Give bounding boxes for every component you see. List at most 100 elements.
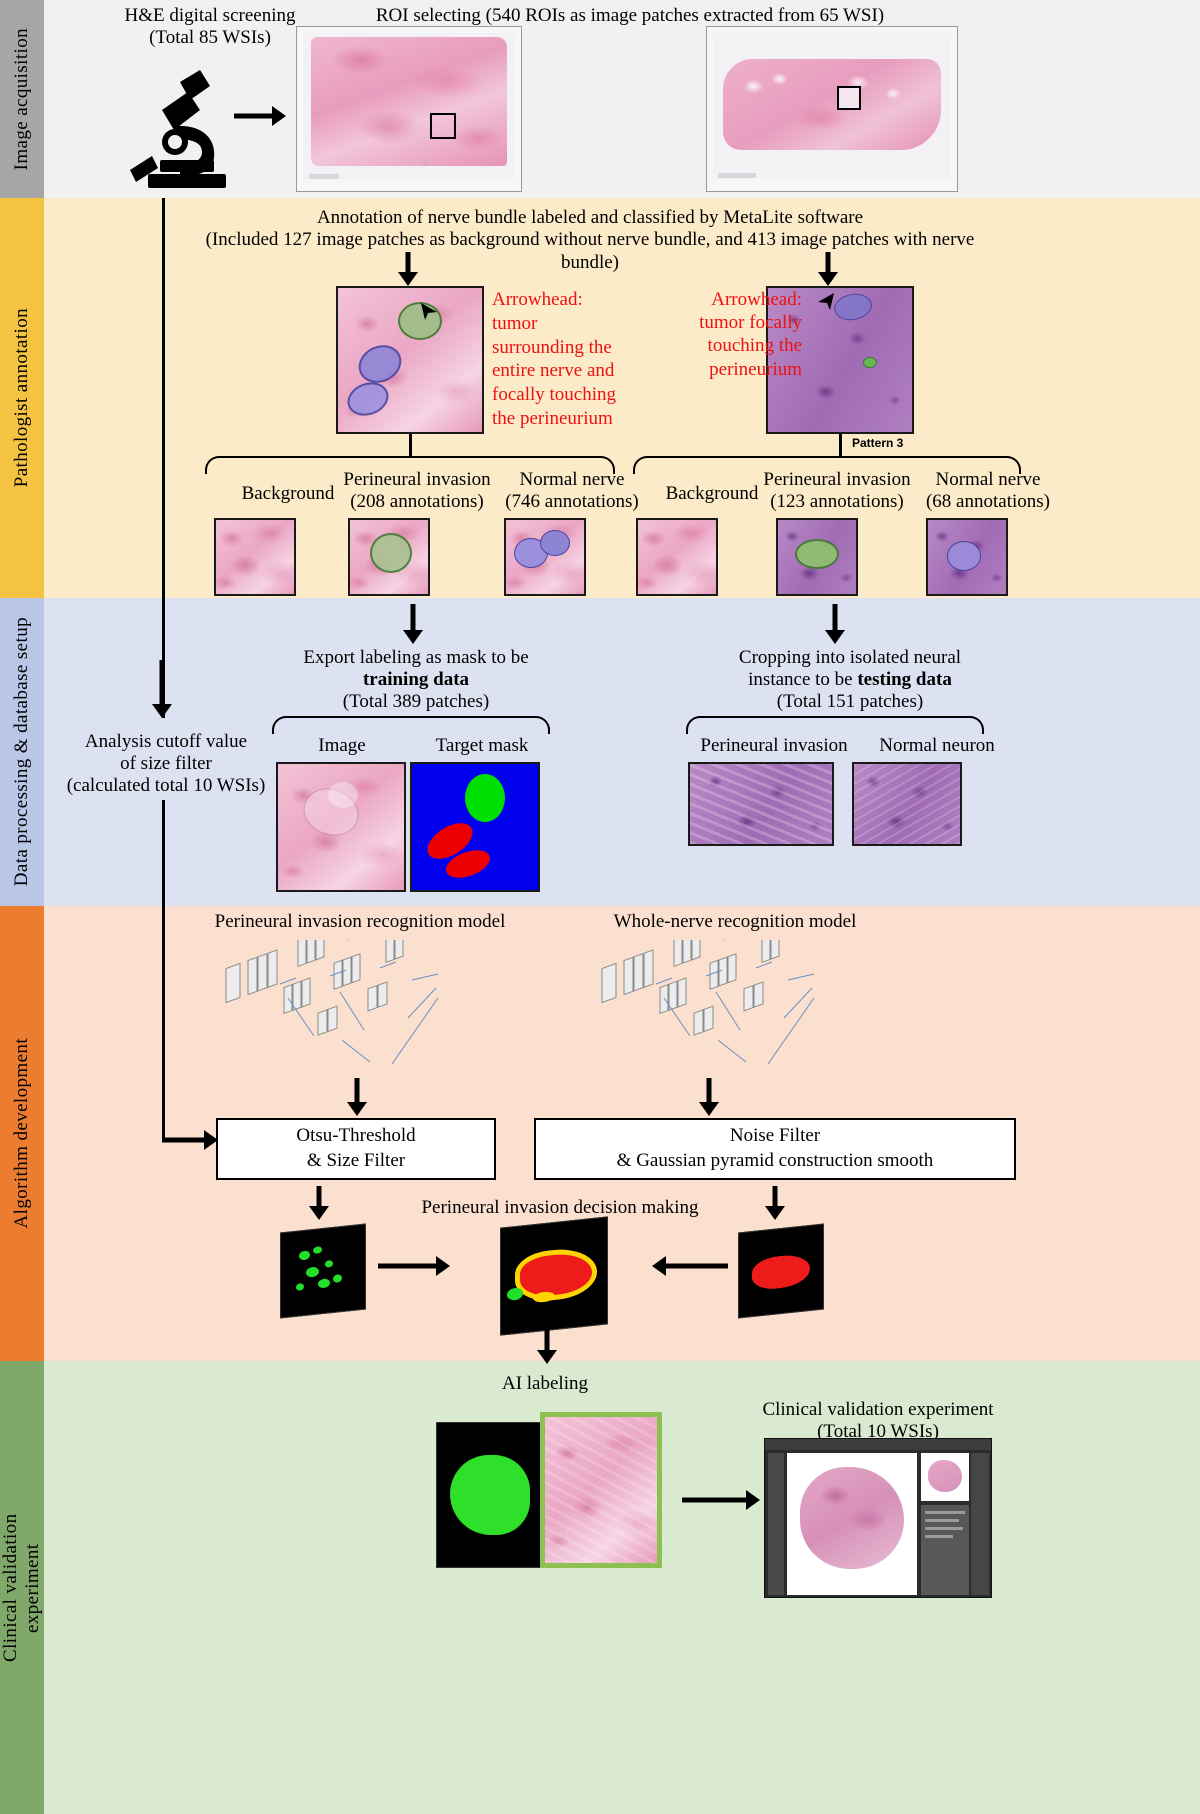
- viewer-right-rail[interactable]: [971, 1453, 989, 1595]
- rail-clinical-validation: Clinical validation experiment: [0, 1361, 44, 1814]
- testing-bold-label: testing data: [857, 669, 952, 690]
- training-bold-label: training data: [362, 669, 470, 690]
- connector-right-patch-down: [839, 434, 842, 456]
- arrowhead-marker-icon: [420, 302, 437, 320]
- viewer-main-canvas[interactable]: [787, 1453, 917, 1595]
- testing-tile-invasion: [688, 762, 834, 846]
- ai-labeling-tissue-panel[interactable]: [540, 1412, 662, 1568]
- testing-label-normal: Normal neuron: [879, 735, 995, 756]
- band-data-processing: [0, 598, 1200, 906]
- class-label-left-0: Background: [241, 483, 335, 504]
- training-line-1: Export labeling as mask to be: [303, 647, 529, 668]
- arrow-trunk-to-cutoff: [152, 660, 172, 718]
- class-count-left-2: (746 annotations): [505, 491, 639, 512]
- noise-box-line-2: & Gaussian pyramid construction smooth: [616, 1150, 934, 1171]
- arrow-to-annot-left: [398, 252, 418, 286]
- class-label-left-2: Normal nerve: [519, 469, 625, 490]
- annotation-line-2: (Included 127 image patches as backgroun…: [205, 229, 975, 274]
- ai-labeling-label: AI labeling: [501, 1373, 588, 1394]
- training-label-image: Image: [318, 735, 366, 756]
- class-label-right-0: Background: [665, 483, 759, 504]
- viewer-titlebar: [765, 1439, 991, 1450]
- microscope-icon: [130, 70, 226, 188]
- result-panel-whole-nerve-red: [738, 1223, 824, 1319]
- result-panel-merged: [500, 1216, 608, 1336]
- viewer-thumbnail-panel[interactable]: [921, 1453, 969, 1501]
- testing-tile-normal: [852, 762, 962, 846]
- training-line-3: (Total 389 patches): [342, 691, 490, 712]
- connector-cutoff-trunk: [162, 198, 165, 718]
- class-label-right-1: Perineural invasion: [763, 469, 911, 490]
- class-label-left-1: Perineural invasion: [343, 469, 491, 490]
- connector-cutoff-trunk-2: [162, 800, 165, 1140]
- arrow-cnn-right-to-box: [699, 1078, 719, 1116]
- cutoff-line-1: Analysis cutoff value: [84, 731, 248, 752]
- otsu-threshold-box[interactable]: Otsu-Threshold & Size Filter: [216, 1118, 496, 1180]
- class-thumb-left-background: [214, 518, 296, 596]
- rail-data-processing: Data processing & database setup: [0, 598, 44, 906]
- class-label-right-2: Normal nerve: [935, 469, 1041, 490]
- class-count-right-2: (68 annotations): [925, 491, 1050, 512]
- bracket-right-classes: [633, 456, 1021, 474]
- nerve-overlay-green: [398, 302, 443, 341]
- callout-left: Arrowhead: tumor surrounding the entire …: [492, 289, 616, 429]
- bracket-left-classes: [205, 456, 615, 474]
- class-thumb-right-invasion: [776, 518, 858, 596]
- testing-label-invasion: Perineural invasion: [700, 735, 848, 756]
- arrowhead-marker-icon-right: [818, 292, 835, 310]
- roi-selecting-title: ROI selecting (540 ROIs as image patches…: [375, 5, 885, 26]
- training-image-tile: [276, 762, 406, 892]
- viewer-side-panel[interactable]: [921, 1505, 969, 1595]
- otsu-box-line-1: Otsu-Threshold: [296, 1125, 416, 1147]
- cnn-schematic-right: [601, 940, 815, 1065]
- pattern-label: Pattern 3: [852, 436, 904, 450]
- annotated-patch-right: [766, 286, 914, 434]
- rail-label-clinical-validation: Clinical validation experiment: [0, 1513, 43, 1662]
- bracket-testing: [686, 716, 984, 734]
- otsu-box-line-2: & Size Filter: [306, 1150, 406, 1171]
- screening-title: H&E digital screening: [124, 5, 296, 26]
- class-thumb-left-invasion: [348, 518, 430, 596]
- arrow-cnn-left-to-box: [347, 1078, 367, 1116]
- testing-line-1: Cropping into isolated neural: [738, 647, 962, 668]
- bracket-training: [272, 716, 550, 734]
- rail-label-data-processing: Data processing & database setup: [11, 617, 33, 887]
- testing-line-2-prefix: instance to be: [748, 669, 858, 690]
- rail-label-image-acquisition: Image acquisition: [11, 27, 33, 171]
- arrow-red-to-merged: [652, 1256, 728, 1276]
- arrow-to-testing: [825, 604, 845, 644]
- training-target-mask-tile: [410, 762, 540, 892]
- cnn-schematic-left: [225, 940, 439, 1065]
- class-thumb-right-background: [636, 518, 718, 596]
- testing-line-2: instance to be testing data: [700, 668, 1000, 691]
- rail-algorithm-development: Algorithm development: [0, 906, 44, 1361]
- wsi-thumbnail-1: [296, 26, 522, 192]
- wsi-thumbnail-2: [706, 26, 958, 192]
- annotation-line-1: Annotation of nerve bundle labeled and c…: [316, 207, 864, 228]
- ai-labeling-mask-panel: [436, 1422, 550, 1568]
- callout-right: Arrowhead: tumor focally touching the pe…: [699, 289, 802, 380]
- result-panel-invasion-green: [280, 1223, 366, 1319]
- mask-nerve-region: [464, 774, 505, 823]
- decision-making-label: Perineural invasion decision making: [421, 1197, 699, 1218]
- viewer-screenshot[interactable]: [764, 1438, 992, 1598]
- training-label-mask: Target mask: [435, 735, 529, 756]
- cutoff-line-3: (calculated total 10 WSIs): [66, 775, 266, 796]
- noise-filter-box[interactable]: Noise Filter & Gaussian pyramid construc…: [534, 1118, 1016, 1180]
- validation-line-1: Clinical validation experiment: [762, 1399, 994, 1420]
- model-right-title: Whole-nerve recognition model: [613, 911, 857, 932]
- connector-left-patch-down: [409, 434, 412, 456]
- arrow-otsu-to-result: [309, 1186, 329, 1220]
- viewer-left-toolbar[interactable]: [768, 1453, 784, 1595]
- rail-pathologist-annotation: Pathologist annotation: [0, 198, 44, 598]
- testing-line-3: (Total 151 patches): [776, 691, 924, 712]
- arrow-ai-to-validation: [682, 1490, 760, 1510]
- rail-label-algorithm-development: Algorithm development: [11, 1038, 33, 1229]
- rail-image-acquisition: Image acquisition: [0, 0, 44, 198]
- arrow-noise-to-result: [765, 1186, 785, 1220]
- roi-box-2: [836, 85, 861, 110]
- class-count-left-1: (208 annotations): [350, 491, 484, 512]
- model-left-title: Perineural invasion recognition model: [214, 911, 506, 932]
- screening-subtitle: (Total 85 WSIs): [149, 27, 271, 48]
